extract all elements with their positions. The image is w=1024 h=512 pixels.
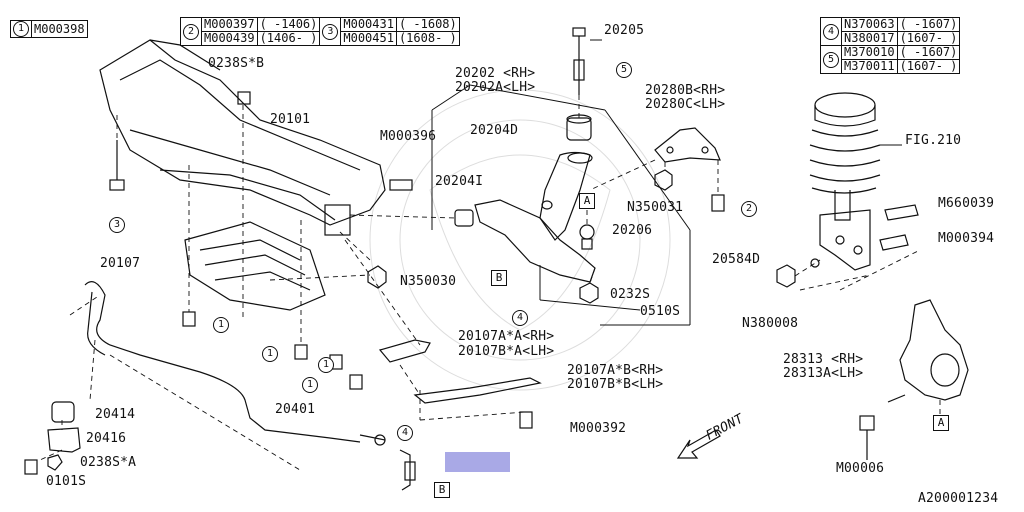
part-label-20401[interactable]: 20401: [275, 402, 316, 417]
callout-3: 3: [109, 217, 125, 233]
part-label-m00006[interactable]: M00006: [836, 461, 885, 476]
part-label-20414[interactable]: 20414: [95, 407, 136, 422]
callout-1-marker: 1: [13, 21, 29, 37]
part-label-n350030[interactable]: N350030: [400, 274, 457, 289]
part-label-20101[interactable]: 20101: [270, 112, 311, 127]
part-label-20204i[interactable]: 20204I: [435, 174, 484, 189]
part-label-20206[interactable]: 20206: [612, 223, 653, 238]
part-label-20584d[interactable]: 20584D: [712, 252, 761, 267]
ref-part: M000398: [31, 20, 88, 38]
ref-marker-a: A: [933, 415, 949, 431]
callout-3-marker: 3: [322, 23, 339, 40]
ref-part: M370011: [841, 59, 898, 74]
part-label-0510s[interactable]: 0510S: [640, 304, 681, 319]
part-label-20107ba-lh[interactable]: 20107B*A<LH>: [458, 344, 555, 359]
callout-4-marker: 4: [823, 23, 839, 40]
part-label-20202a-lh[interactable]: 20202A<LH>: [455, 80, 536, 95]
part-label-m000394[interactable]: M000394: [938, 231, 995, 246]
ref-range: ( -1608): [395, 17, 460, 32]
part-label-20107ab-rh[interactable]: 20107A*B<RH>: [567, 363, 664, 378]
part-label-20107[interactable]: 20107: [100, 256, 141, 271]
part-label-20204d[interactable]: 20204D: [470, 123, 519, 138]
part-label-20107aa-rh[interactable]: 20107A*A<RH>: [458, 329, 555, 344]
part-label-20205[interactable]: 20205: [604, 23, 645, 38]
callout-2-marker: 2: [183, 23, 199, 40]
callout-1: 1: [262, 346, 278, 362]
ref-marker-b: B: [434, 482, 450, 498]
part-label-n350031[interactable]: N350031: [627, 200, 684, 215]
ref-range: (1608- ): [395, 31, 460, 46]
highlight-marker: [445, 452, 510, 472]
ref-part: M000439: [201, 31, 258, 46]
part-label-28313-rh[interactable]: 28313 <RH>: [783, 352, 864, 367]
part-label-m000396[interactable]: M000396: [380, 129, 437, 144]
ref-marker-b: B: [491, 270, 507, 286]
part-label-fig210[interactable]: FIG.210: [905, 133, 962, 148]
part-label-20280c-lh[interactable]: 20280C<LH>: [645, 97, 726, 112]
callout-1: 1: [302, 377, 318, 393]
ref-table-1: 1 M000398: [10, 20, 88, 38]
part-label-m660039[interactable]: M660039: [938, 196, 995, 211]
ref-range: ( -1607): [896, 17, 961, 32]
part-label-20416[interactable]: 20416: [86, 431, 127, 446]
ref-part: M000451: [340, 31, 397, 46]
ref-range: (1607- ): [896, 59, 961, 74]
callout-1: 1: [213, 317, 229, 333]
part-label-20280b-rh[interactable]: 20280B<RH>: [645, 83, 726, 98]
ref-part: N370063: [841, 17, 898, 32]
callout-2: 2: [741, 201, 757, 217]
ref-part: M000397: [201, 17, 258, 32]
document-id: A200001234: [918, 491, 999, 506]
callout-5-marker: 5: [823, 51, 839, 68]
ref-range: (1406- ): [256, 31, 321, 46]
part-label-0232s[interactable]: 0232S: [610, 287, 651, 302]
part-label-m000392[interactable]: M000392: [570, 421, 627, 436]
ref-range: (1607- ): [896, 31, 961, 46]
callout-5: 5: [616, 62, 632, 78]
ref-table-2-3: 2 M000397 ( -1406) 3 M000431 ( -1608) M0…: [180, 17, 460, 46]
part-label-0238s-b[interactable]: 0238S*B: [208, 56, 265, 71]
ref-part: N380017: [841, 31, 898, 46]
ref-table-4-5: 4 N370063 ( -1607) N380017 (1607- ) 5 M3…: [820, 17, 961, 74]
ref-range: ( -1406): [256, 17, 321, 32]
ref-part: M370010: [841, 45, 898, 60]
ref-part: M000431: [340, 17, 397, 32]
callout-4: 4: [397, 425, 413, 441]
part-label-n380008[interactable]: N380008: [742, 316, 799, 331]
part-label-0238s-a[interactable]: 0238S*A: [80, 455, 137, 470]
ref-range: ( -1607): [896, 45, 961, 60]
callout-4: 4: [512, 310, 528, 326]
part-label-20107bb-lh[interactable]: 20107B*B<LH>: [567, 377, 664, 392]
part-label-0101s[interactable]: 0101S: [46, 474, 87, 489]
part-label-20202-rh[interactable]: 20202 <RH>: [455, 66, 536, 81]
ref-marker-a: A: [579, 193, 595, 209]
part-label-28313a-lh[interactable]: 28313A<LH>: [783, 366, 864, 381]
callout-1: 1: [318, 357, 334, 373]
